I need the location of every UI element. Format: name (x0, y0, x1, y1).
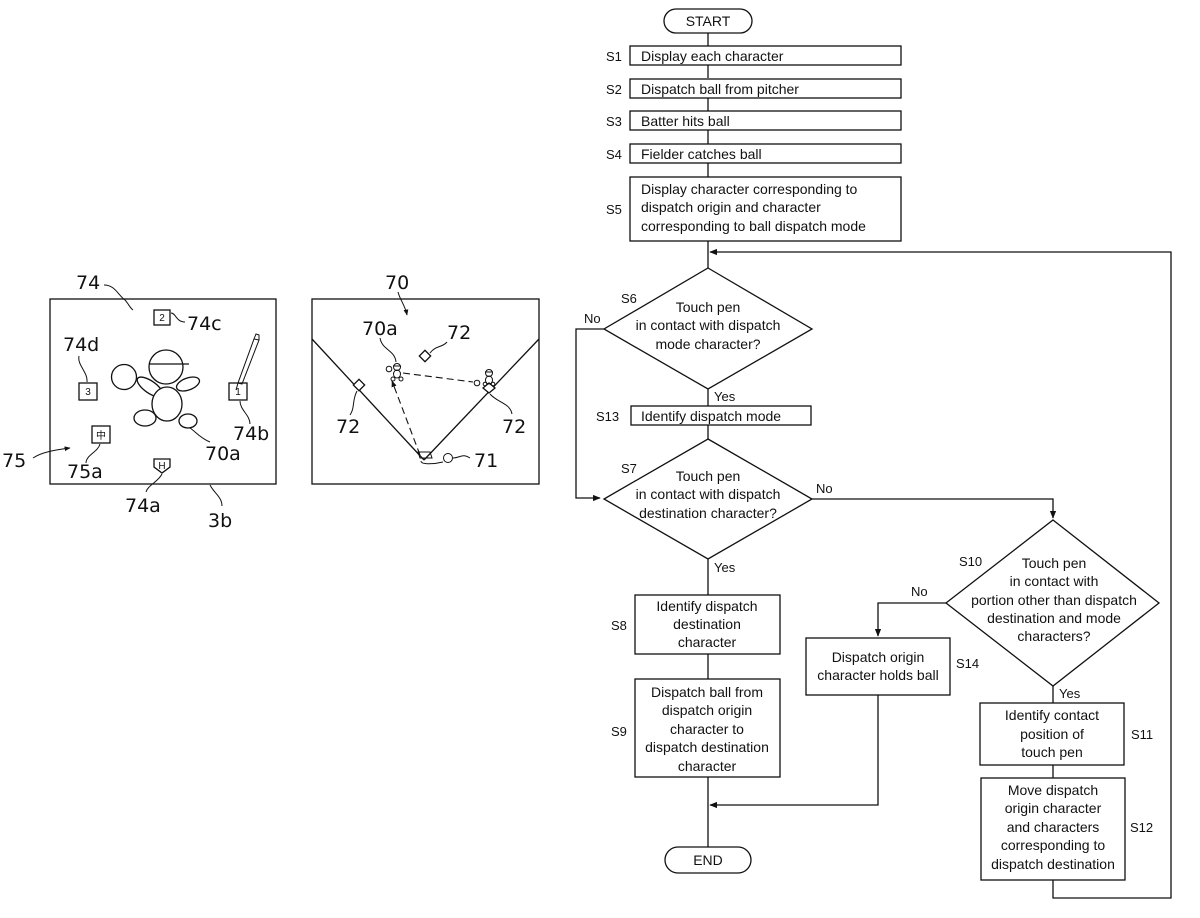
start-label: START (686, 13, 731, 29)
step-s2[interactable]: Dispatch ball from pitcher S2 (606, 79, 901, 98)
step-text: origin character (1005, 800, 1102, 816)
step-text: Move dispatch (1008, 782, 1098, 798)
touch-screen-figure: 74 75 2 74c 3 74d 1 74b 中 75a H 74a (2, 272, 276, 532)
step-text: Dispatch ball from pitcher (641, 81, 799, 97)
center-fielder-label: 中 (96, 429, 106, 442)
ref-base-second: 72 (447, 322, 471, 344)
step-text: and characters (1007, 819, 1100, 835)
decision-text: Touch pen (676, 299, 741, 315)
step-text: dispatch origin and character (641, 199, 821, 215)
step-text: Dispatch ball from (651, 684, 763, 700)
step-id: S14 (956, 656, 979, 671)
step-id: S7 (621, 461, 637, 476)
step-text: corresponding to ball dispatch mode (641, 218, 866, 234)
connector-no-s10 (878, 603, 946, 636)
decision-s6[interactable]: Touch pen in contact with dispatch mode … (604, 268, 812, 389)
step-id: S3 (606, 114, 622, 129)
base-second-label: 2 (159, 313, 165, 324)
step-id: S8 (611, 618, 627, 633)
step-s14[interactable]: Dispatch origin character holds ball S14 (806, 638, 979, 695)
ref-base-third: 72 (336, 416, 360, 438)
step-s1[interactable]: Display each character S1 (606, 46, 901, 65)
ref-field-screen: 70 (385, 272, 409, 294)
step-text: Dispatch origin (832, 649, 925, 665)
step-text: Display each character (641, 48, 784, 64)
step-text: position of (1020, 726, 1084, 742)
step-s11[interactable]: Identify contact position of touch pen S… (980, 703, 1153, 765)
decision-text: Touch pen (676, 468, 741, 484)
step-text: touch pen (1021, 744, 1083, 760)
ref-third-base: 74d (63, 334, 99, 356)
branch-yes-label: Yes (714, 389, 736, 404)
step-id: S5 (606, 202, 622, 217)
step-text: character to (670, 721, 744, 737)
ref-base-first: 72 (502, 416, 526, 438)
branch-yes-label: Yes (714, 560, 736, 575)
home-plate-label: H (158, 461, 165, 472)
step-s3[interactable]: Batter hits ball S3 (606, 111, 901, 130)
ref-character: 70a (205, 443, 241, 465)
ref-batter: 71 (474, 450, 498, 472)
step-text: dispatch origin (662, 702, 752, 718)
step-text: Batter hits ball (641, 113, 730, 129)
step-text: Fielder catches ball (641, 146, 762, 162)
ref-fielder: 70a (362, 318, 398, 340)
field-screen-panel (312, 299, 539, 484)
decision-text: characters? (1017, 628, 1090, 644)
step-s9[interactable]: Dispatch ball from dispatch origin chara… (611, 679, 780, 777)
decision-text: Touch pen (1022, 555, 1087, 571)
step-text: character (678, 634, 737, 650)
connector-no-s7 (812, 499, 1053, 518)
step-s12[interactable]: Move dispatch origin character and chara… (981, 778, 1153, 880)
step-id: S10 (959, 554, 982, 569)
decision-text: mode character? (655, 336, 760, 352)
step-text: Identify dispatch (656, 598, 757, 614)
step-id: S6 (621, 291, 637, 306)
ref-second-base: 74c (187, 313, 222, 335)
ref-first-base: 74b (233, 423, 269, 445)
step-id: S2 (606, 82, 622, 97)
ref-center-fielder: 75a (67, 461, 103, 483)
step-s4[interactable]: Fielder catches ball S4 (606, 144, 901, 163)
step-text: Display character corresponding to (641, 181, 858, 197)
leader-line (210, 485, 222, 506)
step-text: dispatch destination (645, 739, 769, 755)
step-text: Identify dispatch mode (641, 408, 781, 424)
step-s8[interactable]: Identify dispatch destination character … (611, 595, 780, 654)
decision-text: in contact with dispatch (636, 486, 781, 502)
step-id: S13 (596, 409, 619, 424)
ref-home-plate: 74a (125, 495, 161, 517)
step-id: S11 (1131, 727, 1153, 742)
decision-text: in contact with dispatch (636, 317, 781, 333)
step-s13[interactable]: Identify dispatch mode S13 (596, 406, 811, 425)
decision-text: in contact with (1010, 573, 1099, 589)
end-label: END (693, 852, 723, 868)
step-id: S4 (606, 147, 622, 162)
branch-no-label: No (816, 481, 833, 496)
step-id: S12 (1130, 820, 1153, 835)
step-s5[interactable]: Display character corresponding to dispa… (606, 177, 901, 241)
decision-text: portion other than dispatch (971, 592, 1137, 608)
step-id: S9 (611, 724, 627, 739)
ref-screen: 74 (76, 272, 100, 294)
branch-yes-label: Yes (1059, 686, 1081, 701)
step-text: character (678, 758, 737, 774)
step-text: character holds ball (817, 667, 938, 683)
step-text: destination (673, 616, 741, 632)
step-text: Identify contact (1005, 707, 1099, 723)
ref-group: 75 (2, 450, 26, 472)
flowchart: START Display each character S1 Dispatch… (576, 9, 1171, 898)
decision-text: destination and mode (987, 610, 1121, 626)
branch-no-label: No (584, 311, 601, 326)
base-third-label: 3 (85, 387, 91, 398)
decision-text: destination character? (639, 505, 777, 521)
step-text: corresponding to (1001, 837, 1106, 853)
branch-no-label: No (911, 584, 928, 599)
step-text: dispatch destination (991, 856, 1115, 872)
field-screen-figure: 70 72 72 72 70a (312, 272, 539, 484)
decision-s7[interactable]: Touch pen in contact with dispatch desti… (604, 439, 812, 559)
ref-panel: 3b (208, 510, 232, 532)
step-id: S1 (606, 49, 622, 64)
